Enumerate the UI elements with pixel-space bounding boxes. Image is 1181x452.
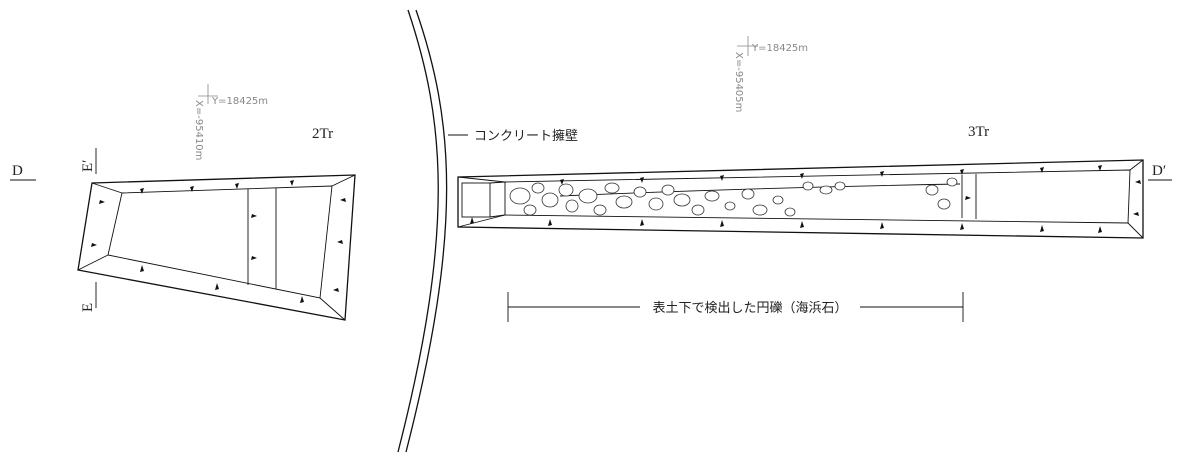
cobble-cluster bbox=[509, 177, 958, 217]
grid-y-3tr: Y=18425m bbox=[751, 43, 808, 54]
grid-point-2tr: Y=18425m X=-95410m bbox=[193, 84, 268, 160]
trench-2: 2Tr bbox=[77, 126, 356, 321]
trench-2-label: 2Tr bbox=[312, 126, 333, 142]
section-e-start-label: E bbox=[80, 303, 96, 312]
grid-x-2tr: X=-95410m bbox=[193, 100, 204, 160]
cobbles-note-label: 表土下で検出した円礫（海浜石） bbox=[652, 300, 847, 316]
grid-point-3tr: Y=18425m X=-95405m bbox=[733, 36, 808, 112]
section-e-end-label: E′ bbox=[80, 160, 96, 172]
retaining-wall: コンクリート擁壁 bbox=[397, 9, 578, 452]
trench-3: 3Tr bbox=[457, 124, 1144, 239]
grid-x-3tr: X=-95405m bbox=[733, 52, 744, 112]
cobbles-extent-bracket: 表土下で検出した円礫（海浜石） bbox=[507, 292, 964, 322]
section-d-end-label: D′ bbox=[1152, 163, 1166, 179]
retaining-wall-label: コンクリート擁壁 bbox=[474, 129, 578, 144]
section-line-d: D D′ bbox=[10, 163, 1172, 181]
section-d-start-label: D bbox=[12, 163, 23, 179]
grid-y-2tr: Y=18425m bbox=[211, 96, 268, 107]
section-line-e: E′ E bbox=[80, 148, 97, 312]
trench-3-label: 3Tr bbox=[968, 124, 989, 140]
